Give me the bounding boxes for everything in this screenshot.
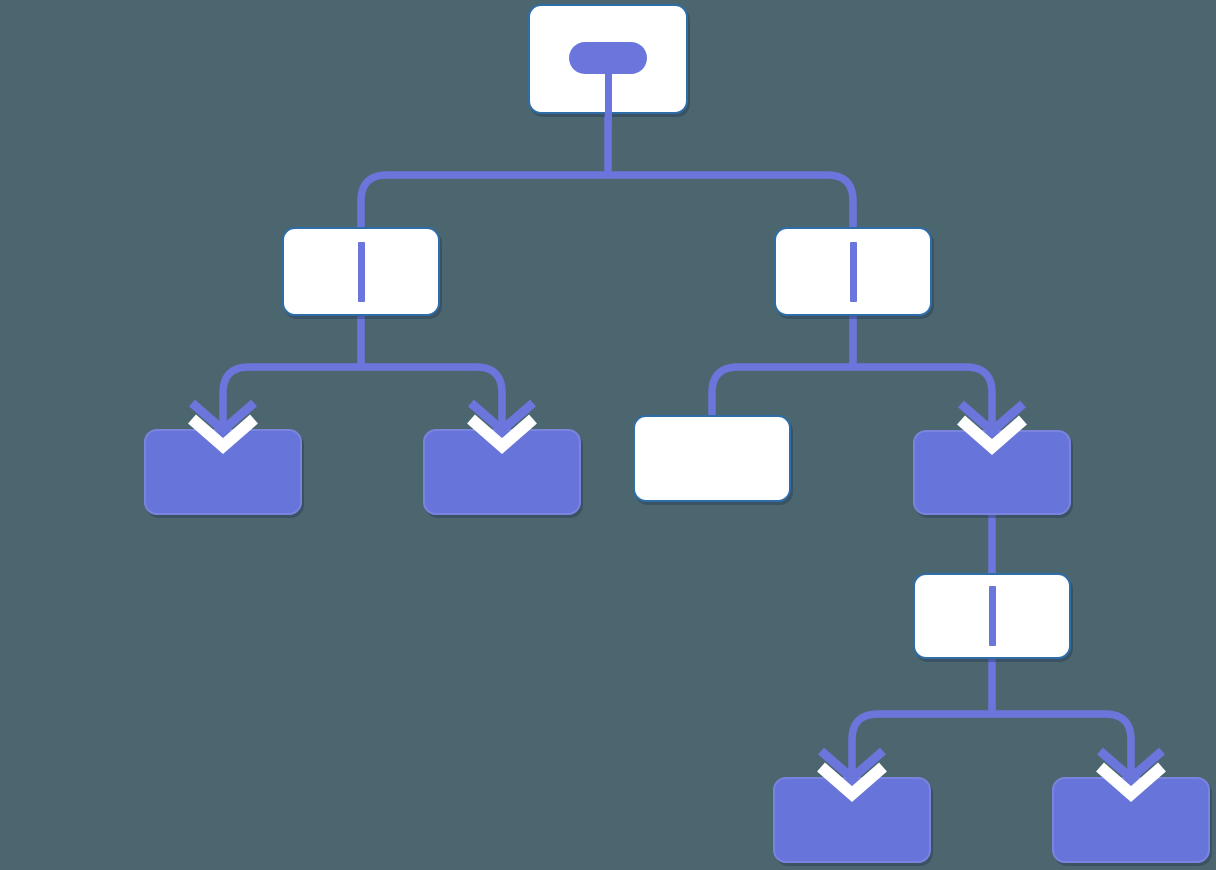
- arrow-chevron: [1097, 747, 1165, 784]
- connector-left-to-leaf1: [219, 363, 361, 437]
- flowchart-node-leaf-bottom-2[interactable]: [1052, 777, 1210, 863]
- flowchart-node-branch-left[interactable]: [282, 227, 440, 316]
- text-cursor-icon: [357, 241, 365, 302]
- arrow-chevron: [189, 399, 257, 436]
- flowchart-node-branch-bottom[interactable]: [913, 573, 1071, 659]
- connector-left-to-leaf2: [361, 363, 506, 437]
- flowchart-node-mid-right[interactable]: [913, 430, 1071, 515]
- text-cursor-icon: [988, 586, 996, 646]
- arrow-chevron: [958, 400, 1026, 437]
- connector-bottom-to-leaf1: [848, 710, 992, 785]
- text-selection-pill: [569, 42, 647, 74]
- flowchart-node-branch-right[interactable]: [774, 227, 932, 316]
- flowchart-node-leaf-bottom-1[interactable]: [773, 777, 931, 863]
- connector-root-to-left: [357, 171, 608, 229]
- flowchart-node-root[interactable]: [528, 4, 688, 122]
- connector-bottom-to-leaf2: [992, 710, 1135, 785]
- flowchart-node-leaf-left-1[interactable]: [144, 429, 302, 515]
- connector-stem: [604, 70, 612, 122]
- flowchart-node-node-empty[interactable]: [633, 415, 791, 502]
- connector-right-to-purple: [853, 363, 996, 438]
- flowchart-node-leaf-left-2[interactable]: [423, 429, 581, 515]
- text-cursor-icon: [849, 241, 857, 302]
- connector-root-to-right: [608, 171, 857, 229]
- arrow-chevron: [818, 747, 886, 784]
- arrow-chevron: [468, 399, 536, 436]
- connector-right-to-empty: [708, 363, 853, 417]
